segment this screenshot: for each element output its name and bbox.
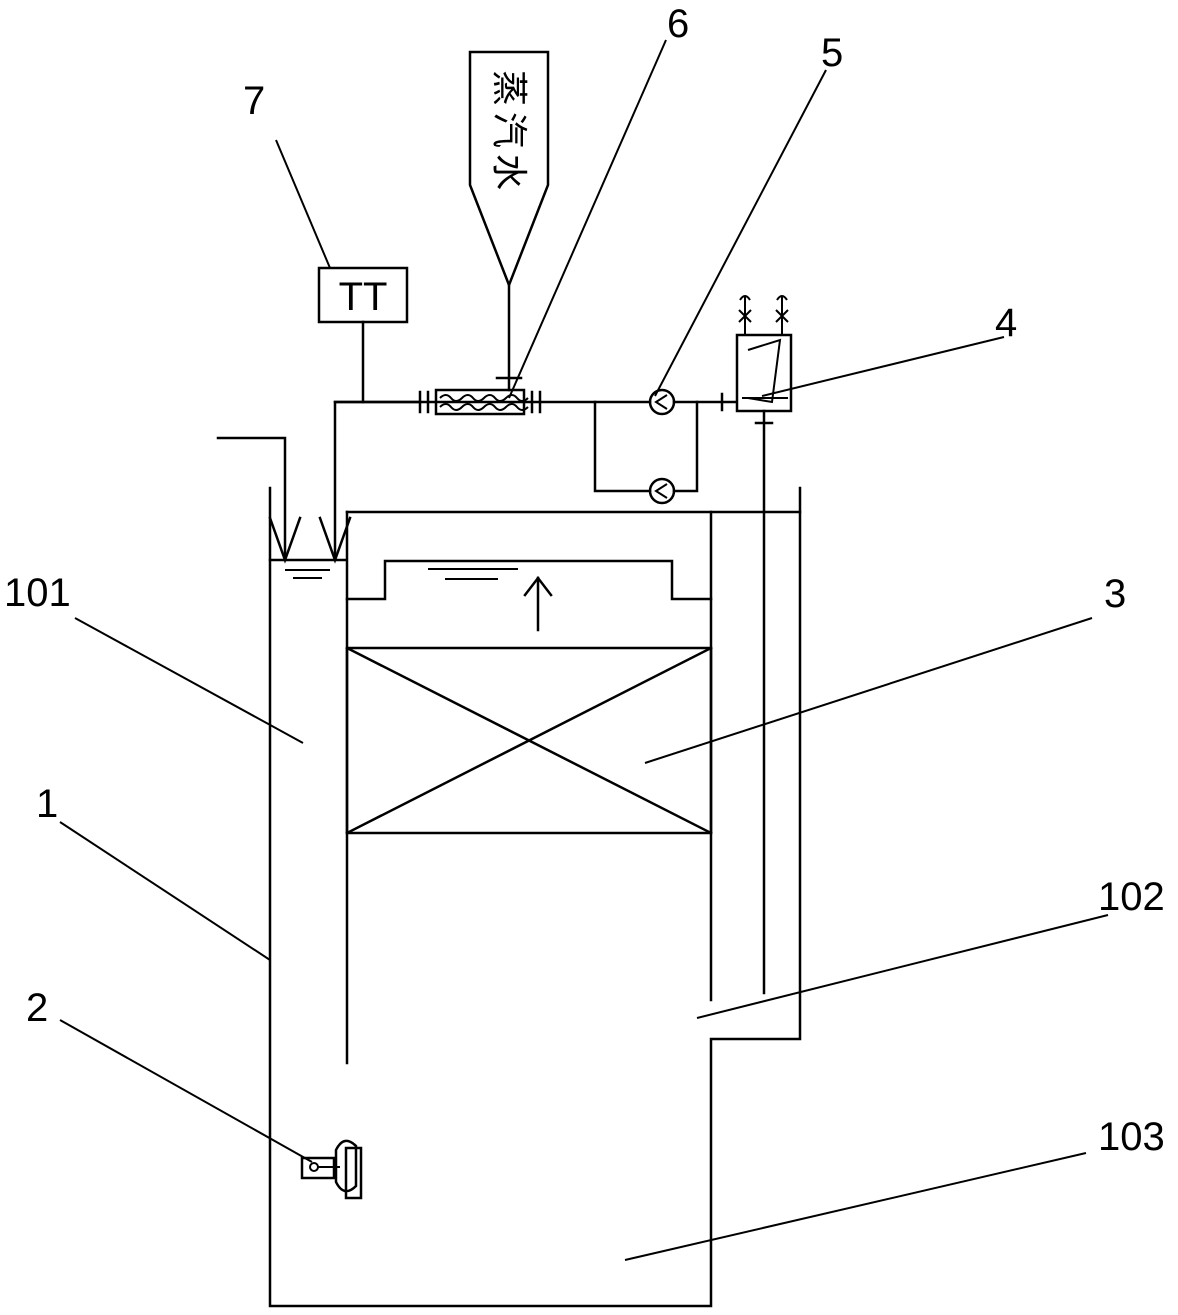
left-water-level <box>268 558 347 579</box>
overflow-weir <box>345 559 713 632</box>
label-6: 6 <box>667 2 689 46</box>
inlet-arrow-return <box>318 400 422 564</box>
submersible-device <box>300 1139 363 1200</box>
top-pipeline <box>333 390 737 493</box>
steam-water-tag: 蒸 汽 水 <box>468 50 550 392</box>
label-1: 1 <box>36 782 58 826</box>
temperature-transmitter: TT <box>317 266 409 404</box>
label-101: 101 <box>4 571 71 615</box>
label-2: 2 <box>26 986 48 1030</box>
tank-outline <box>268 486 802 1308</box>
inner-baffle <box>345 510 802 1065</box>
label-5: 5 <box>821 31 843 75</box>
inlet-arrow-feed <box>216 436 302 564</box>
pump-main <box>648 388 676 416</box>
leader-lines <box>59 39 1109 1261</box>
heat-exchanger <box>434 388 529 416</box>
pump-bypass <box>648 477 676 505</box>
packing-media-block <box>345 646 713 835</box>
label-7: 7 <box>243 79 265 123</box>
steam-char-2: 汽 <box>488 112 529 148</box>
sensor-text: TT <box>339 275 388 319</box>
steam-char-1: 蒸 <box>488 70 529 106</box>
label-103: 103 <box>1098 1115 1165 1159</box>
label-3: 3 <box>1104 572 1126 616</box>
label-4: 4 <box>995 301 1017 345</box>
filter-unit <box>735 295 793 995</box>
steam-char-3: 水 <box>488 154 529 190</box>
label-102: 102 <box>1098 875 1165 919</box>
callout-labels: 7 6 5 4 3 101 1 2 102 103 <box>4 2 1165 1159</box>
